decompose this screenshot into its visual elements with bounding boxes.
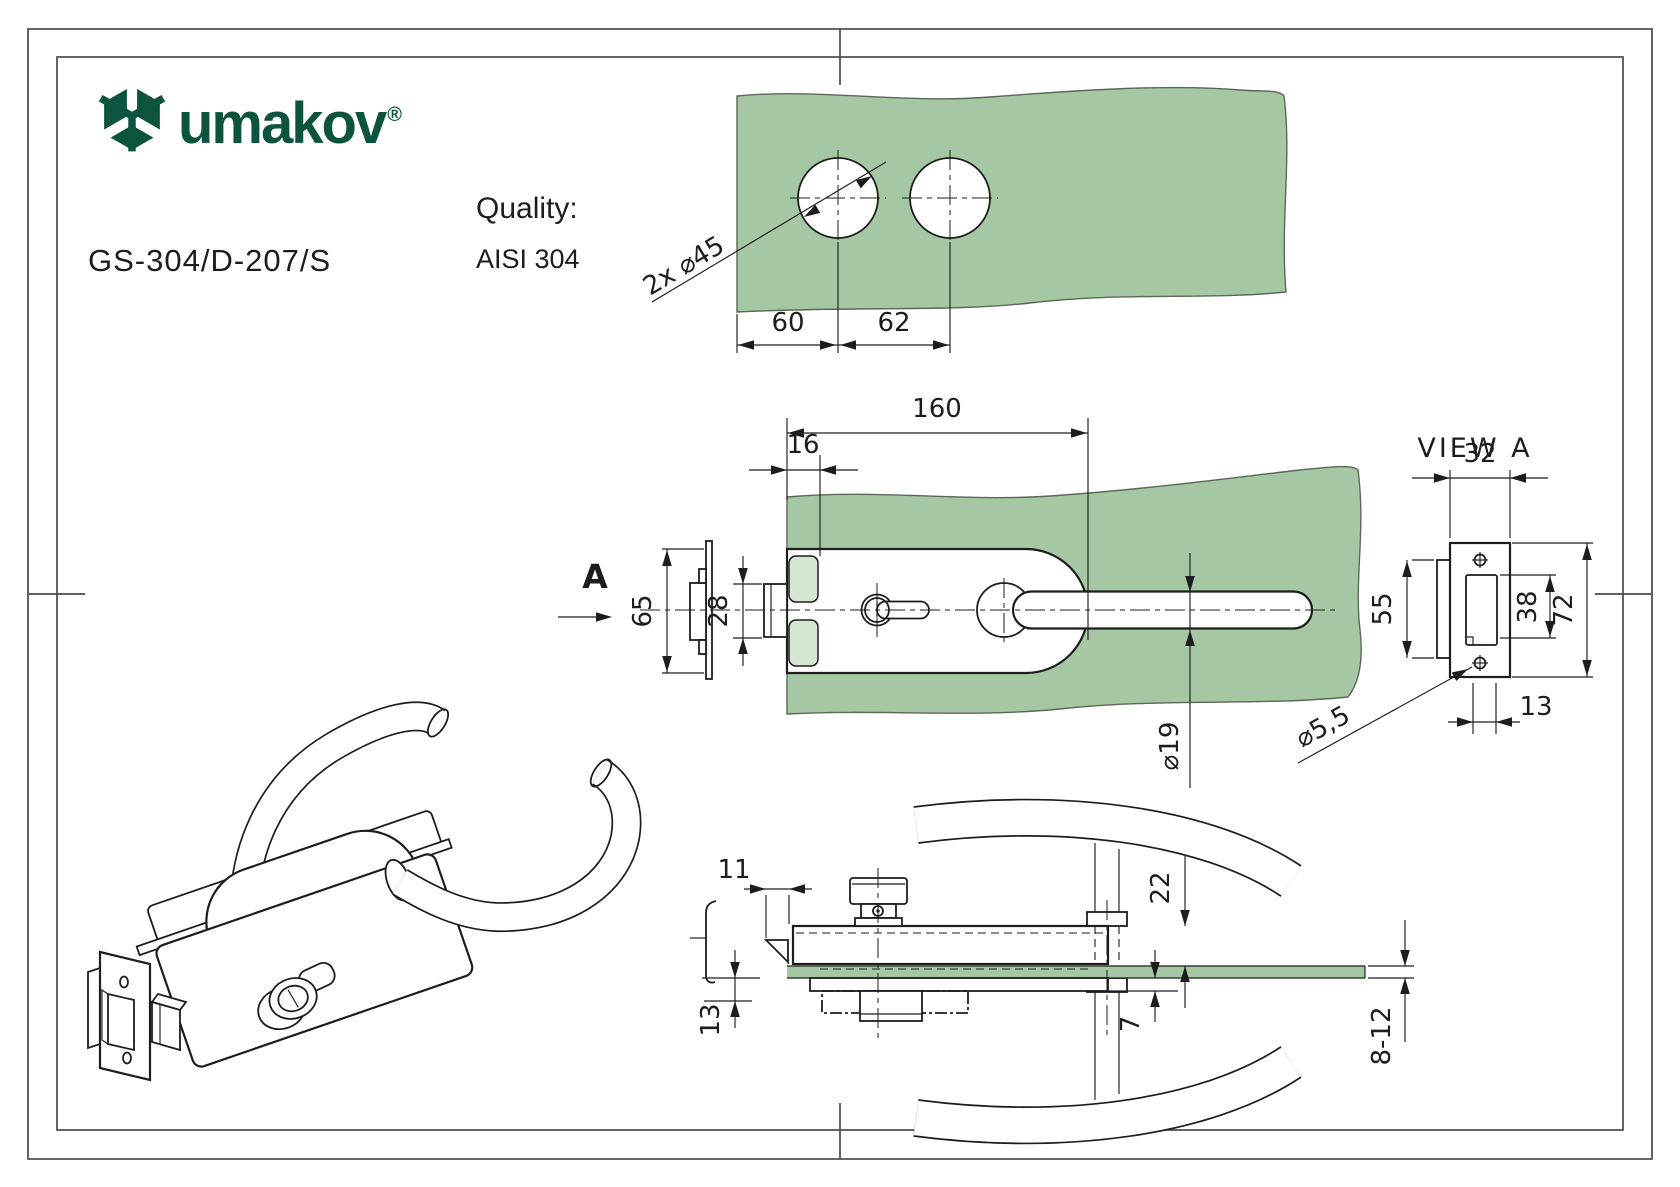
strike-plate-side bbox=[705, 900, 717, 984]
clamp-pad-top bbox=[788, 555, 819, 603]
section-label-a: A bbox=[582, 557, 608, 596]
dim-160: 160 bbox=[912, 394, 962, 424]
lock-body-side bbox=[791, 924, 1110, 966]
umakov-logo-icon bbox=[98, 84, 166, 152]
dim-72: 72 bbox=[1549, 593, 1579, 626]
side-view-lock: 11 13 22 7 bbox=[690, 798, 1414, 1145]
lower-clamp-plate bbox=[809, 977, 1109, 992]
glass-edge bbox=[787, 966, 1365, 978]
dim-7: 7 bbox=[1116, 1016, 1146, 1033]
dim-65: 65 bbox=[628, 594, 658, 627]
dim-d19: ⌀19 bbox=[1155, 722, 1185, 771]
dim-32: 32 bbox=[1463, 439, 1496, 469]
view-a-strike-plate: VIEW A 32 55 bbox=[1291, 433, 1593, 764]
dim-11: 11 bbox=[717, 855, 750, 885]
dim-16: 16 bbox=[786, 430, 819, 460]
dim-55: 55 bbox=[1368, 592, 1398, 625]
dim-13-viewa: 13 bbox=[1519, 692, 1552, 722]
cylinder-end bbox=[859, 990, 923, 1022]
dim-d55-hole: ⌀5,5 bbox=[1291, 700, 1355, 754]
clamp-pad-bottom bbox=[788, 619, 819, 667]
dim-8-12: 8-12 bbox=[1367, 1006, 1397, 1065]
dim-28: 28 bbox=[704, 594, 734, 627]
quality-value: AISI 304 bbox=[476, 244, 580, 274]
sheet-frame bbox=[27, 28, 1653, 1160]
registered-mark: ® bbox=[387, 104, 402, 126]
view-a-title: VIEW A bbox=[1417, 433, 1532, 464]
strike-slot bbox=[1465, 574, 1498, 646]
section-arrow-icon bbox=[596, 612, 612, 622]
handle-bar bbox=[1011, 590, 1314, 630]
latch-housing-3d bbox=[87, 966, 101, 1050]
handle-end-cap-back bbox=[426, 708, 450, 738]
plan-view-lock: 160 16 65 28 A bbox=[558, 394, 1362, 788]
product-code: GS-304/D-207/S bbox=[88, 243, 332, 278]
dim-13-side: 13 bbox=[696, 1003, 726, 1036]
dim-22: 22 bbox=[1146, 871, 1176, 904]
isometric-view bbox=[87, 701, 642, 1082]
quality-label: Quality: bbox=[476, 192, 578, 225]
umakov-logo: umakov® bbox=[98, 84, 402, 156]
dim-62: 62 bbox=[877, 308, 910, 338]
dim-38: 38 bbox=[1513, 590, 1543, 623]
strike-plate-3d bbox=[98, 950, 152, 1082]
latch-side bbox=[763, 939, 789, 965]
dim-2x-d45: 2x ⌀45 bbox=[638, 230, 730, 302]
strike-flange bbox=[1436, 559, 1451, 659]
brand-name: umakov® bbox=[178, 91, 402, 156]
glass-panel bbox=[736, 86, 1288, 313]
handle-end-cap-front bbox=[589, 758, 613, 788]
dim-60: 60 bbox=[771, 308, 804, 338]
top-view-glass-holes: 2x ⌀45 60 62 bbox=[638, 86, 1288, 353]
